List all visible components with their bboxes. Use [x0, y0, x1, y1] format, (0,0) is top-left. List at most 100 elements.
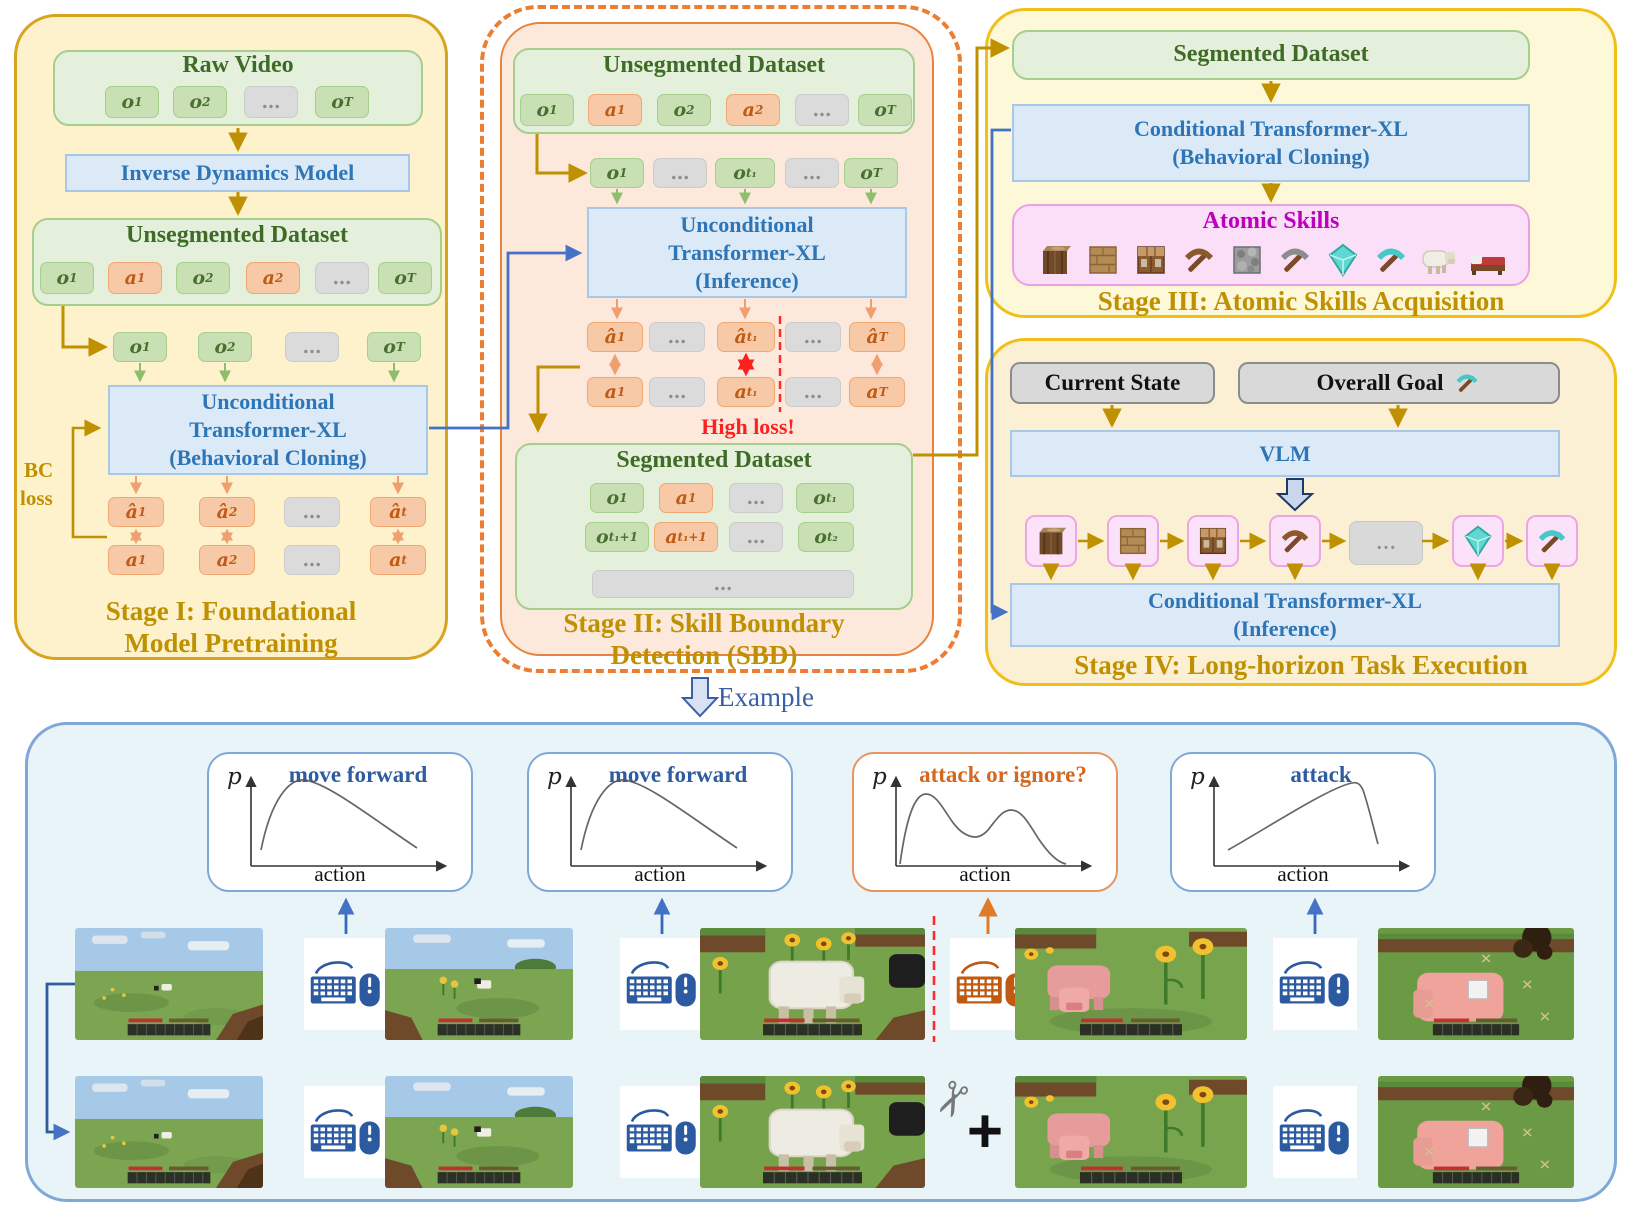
action-dist-plot-2: p move forward action — [527, 752, 793, 892]
current-state-box: Current State — [1010, 362, 1215, 404]
segmented-dataset-title-3: Segmented Dataset — [1173, 41, 1369, 67]
high-loss-label: High loss! — [701, 414, 795, 439]
distribution-curve — [1227, 781, 1379, 851]
keyboard-mouse-icon — [620, 1086, 704, 1178]
model-line: Conditional Transformer-XL — [1134, 116, 1408, 141]
x-axis-label: action — [1277, 862, 1329, 886]
unsegmented-dataset-box — [32, 218, 442, 306]
diamond-icon — [1459, 522, 1497, 560]
cobblestone-icon — [1227, 240, 1267, 280]
bc-loss-label: loss — [20, 486, 53, 510]
token-ellipsis: … — [795, 94, 849, 126]
skill-chain-diamond-pickaxe — [1526, 515, 1578, 567]
vlm-box: VLM — [1010, 430, 1560, 477]
plot-title: attack or ignore? — [919, 762, 1087, 787]
stone-pickaxe-icon — [1275, 240, 1315, 280]
x-axis-label: action — [959, 862, 1011, 886]
token-ellipsis: … — [284, 497, 340, 527]
stage1-title: Model Pretraining — [124, 628, 338, 658]
plot-axes — [565, 775, 768, 872]
plus-sign: + — [966, 1097, 1004, 1166]
current-state-label: Current State — [1044, 370, 1181, 395]
crafting-table-icon — [1194, 522, 1232, 560]
plot-axes — [1208, 775, 1411, 872]
x-axis-label: action — [634, 862, 686, 886]
plot-axes — [245, 775, 448, 872]
token-ellipsis: … — [785, 158, 839, 188]
stage4-title: Stage IV: Long-horizon Task Execution — [1074, 650, 1528, 680]
y-axis-label: p — [547, 764, 562, 790]
x-axis-label: action — [314, 862, 366, 886]
keyboard-mouse-icon — [1273, 938, 1357, 1030]
plot-title: move forward — [288, 762, 428, 787]
raw-video-title: Raw Video — [182, 52, 294, 78]
action-dist-plot-1: p move forward action — [207, 752, 473, 892]
oak-log-icon — [1032, 522, 1070, 560]
diamond-pickaxe-icon — [1452, 368, 1482, 398]
keyboard-mouse-icon — [304, 938, 388, 1030]
token-ellipsis: … — [284, 545, 340, 575]
minecraft-frame-sheep-closeup — [700, 928, 925, 1040]
minecraft-frame-field-flowers — [385, 1076, 573, 1188]
stage3-title: Stage III: Atomic Skills Acquisition — [1097, 286, 1505, 316]
skill-chain-planks — [1107, 515, 1159, 567]
token-ellipsis-bar: … — [592, 570, 854, 598]
minecraft-frame-field-walk — [75, 1076, 263, 1188]
token-ellipsis: … — [285, 332, 339, 362]
skill-chain-log — [1025, 515, 1077, 567]
segmented-dataset-title-2: Segmented Dataset — [616, 447, 812, 473]
cond-transformer-bc-box: Conditional Transformer-XL (Behavioral C… — [1012, 104, 1530, 182]
minecraft-frame-pig-attack — [1378, 928, 1574, 1040]
stage2-title: Detection (SBD) — [610, 640, 798, 670]
minecraft-frame-sheep-closeup — [700, 1076, 925, 1188]
model-line: (Behavioral Cloning) — [169, 445, 367, 470]
plot-axes — [890, 775, 1093, 872]
action-dist-plot-4: p attack action — [1170, 752, 1436, 892]
diamond-icon — [1323, 240, 1363, 280]
model-line: (Inference) — [695, 267, 799, 293]
model-line: Unconditional — [680, 211, 814, 237]
oak-planks-icon — [1083, 240, 1123, 280]
skill-chain-crafting-table — [1187, 515, 1239, 567]
inverse-dynamics-model-label: Inverse Dynamics Model — [120, 160, 355, 185]
stage2-title: Stage II: Skill Boundary — [563, 608, 845, 638]
segmented-dataset-box-3 — [1012, 30, 1530, 80]
token-ellipsis: … — [315, 262, 369, 294]
bed-icon — [1467, 240, 1507, 280]
inverse-dynamics-model-box: Inverse Dynamics Model — [65, 154, 410, 192]
uncond-transformer-inference-box: Unconditional Transformer-XL (Inference) — [587, 207, 907, 298]
oak-planks-icon — [1114, 522, 1152, 560]
uncond-transformer-bc-box: Unconditional Transformer-XL (Behavioral… — [108, 385, 428, 475]
token-ellipsis: … — [785, 322, 841, 352]
keyboard-mouse-icon — [304, 1086, 388, 1178]
distribution-curve — [260, 779, 418, 851]
model-line: Transformer-XL — [189, 417, 347, 442]
